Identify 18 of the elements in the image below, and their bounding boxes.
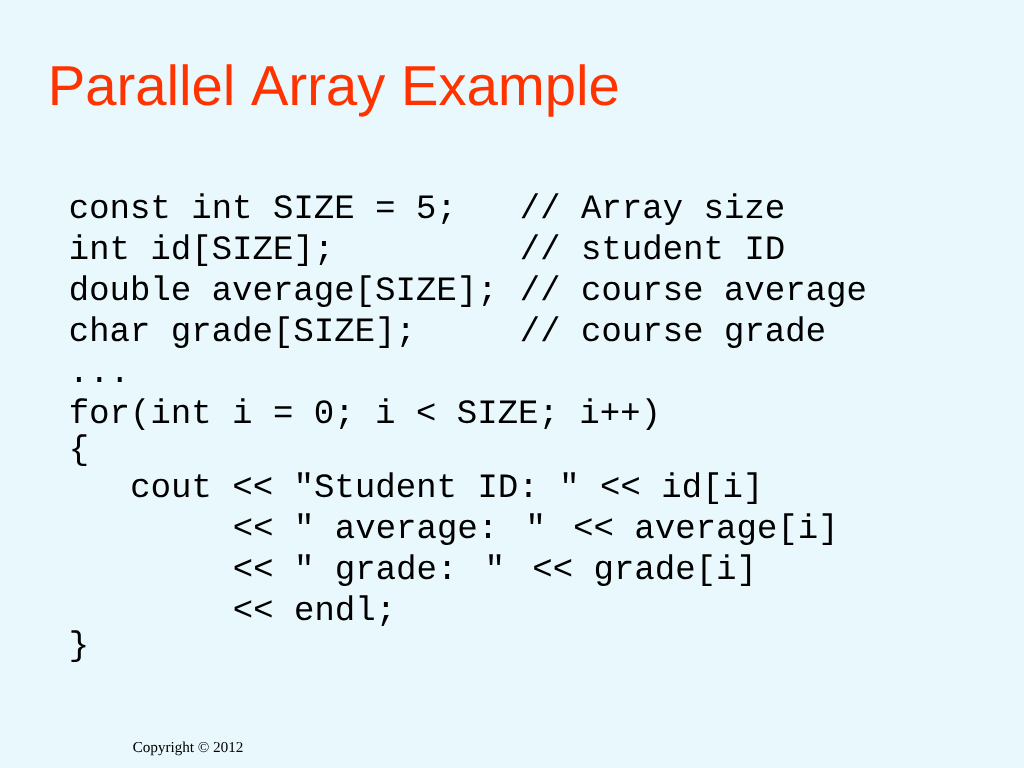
code-comment: // student ID [521,234,784,260]
code-line: double average[SIZE]; [71,275,491,308]
code-line: << " average: " << average[i] [234,513,832,546]
code-line: } [71,630,86,663]
code-line: << endl; [234,595,389,626]
code-line: cout << "Student ID: " << id[i] [132,472,757,505]
code-comment: // course average [521,275,865,308]
code-comment: // course grade [521,316,824,349]
slide-title: Parallel Array Example [52,64,618,117]
code-comment: // Array size [521,193,783,226]
code-line: { [72,434,87,467]
code-line: const int SIZE = 5; [70,193,450,224]
code-line: << " grade: " << grade[i] [234,554,751,587]
code-line: for(int i = 0; i < SIZE; i++) [71,398,656,431]
copyright-notice: Copyright © 2012 [133,741,243,756]
code-line: char grade[SIZE]; [70,316,409,349]
code-line: int id[SIZE]; [71,234,327,267]
code-line: ... [76,377,122,382]
